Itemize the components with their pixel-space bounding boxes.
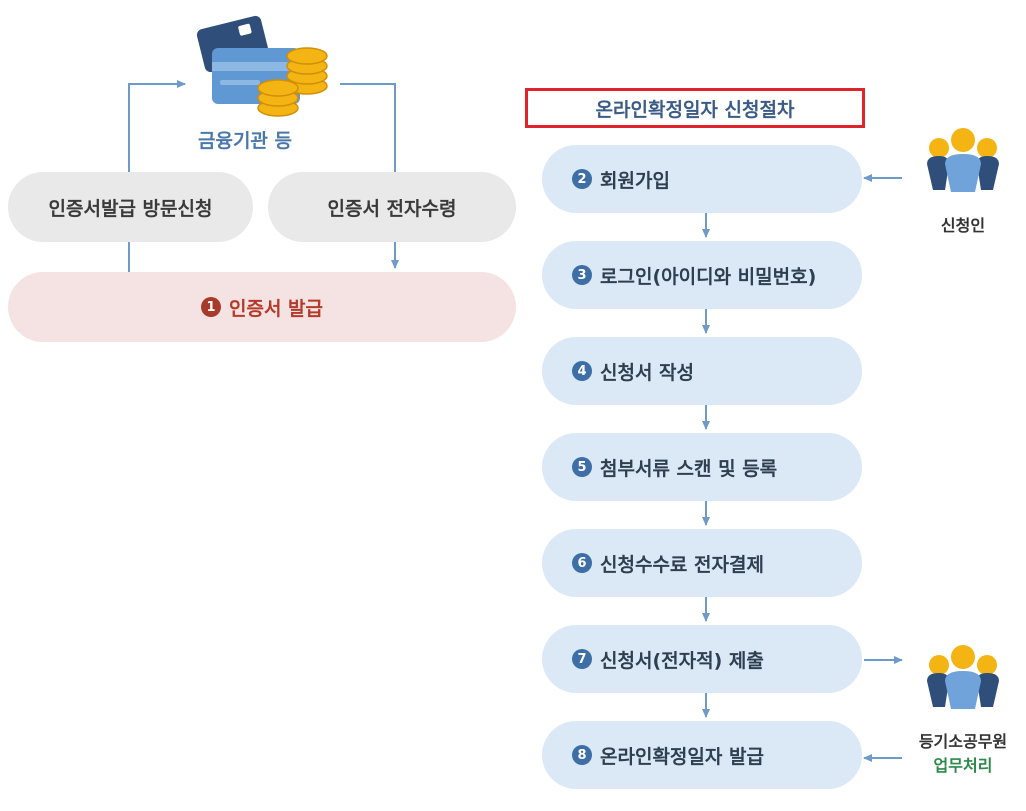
page-title-text: 온라인확정일자 신청절차	[595, 98, 795, 121]
electronic-receipt-label: 인증서 전자수령	[327, 197, 457, 220]
step-number-badge: 7	[572, 649, 592, 669]
step-label: 신청수수료 전자결제	[600, 553, 764, 576]
applicant-label: 신청인	[940, 216, 986, 235]
step-label: 로그인(아이디와 비밀번호)	[600, 265, 817, 288]
step-signup: 2 회원가입	[542, 145, 862, 213]
visit-request-label: 인증서발급 방문신청	[48, 197, 213, 220]
step-number-badge: 2	[572, 169, 592, 189]
step-submit-application: 7 신청서(전자적) 제출	[542, 625, 862, 693]
page-title: 온라인확정일자 신청절차	[525, 88, 865, 128]
step-label: 신청서 작성	[600, 361, 695, 384]
step-scan-attachments: 5 첨부서류 스캔 및 등록	[542, 433, 862, 501]
step-label: 회원가입	[600, 169, 670, 192]
certificate-issue-step: 1 인증서 발급	[8, 272, 516, 342]
step-number-badge: 5	[572, 457, 592, 477]
official-sublabel: 업무처리	[933, 756, 993, 775]
official-label: 등기소공무원	[918, 732, 1008, 751]
step-fee-payment: 6 신청수수료 전자결제	[542, 529, 862, 597]
step-number-badge: 1	[200, 297, 221, 317]
step-number-badge: 3	[572, 265, 592, 285]
visit-request-step: 인증서발급 방문신청	[8, 172, 253, 242]
step-number-badge: 6	[572, 553, 592, 573]
certificate-issue-label: 인증서 발급	[228, 297, 323, 320]
step-label: 신청서(전자적) 제출	[600, 649, 764, 672]
people-icon	[927, 128, 999, 192]
step-label: 온라인확정일자 발급	[600, 745, 764, 768]
step-login: 3 로그인(아이디와 비밀번호)	[542, 241, 862, 309]
step-number-badge: 8	[572, 745, 592, 765]
step-write-application: 4 신청서 작성	[542, 337, 862, 405]
step-online-date-issue: 8 온라인확정일자 발급	[542, 721, 862, 789]
people-icon	[927, 645, 999, 709]
step-number-badge: 4	[572, 361, 592, 381]
step-label: 첨부서류 스캔 및 등록	[600, 457, 778, 480]
institution-label: 금융기관 등	[197, 130, 292, 152]
electronic-receipt-step: 인증서 전자수령	[268, 172, 516, 242]
card-and-coins-icon	[196, 15, 328, 117]
